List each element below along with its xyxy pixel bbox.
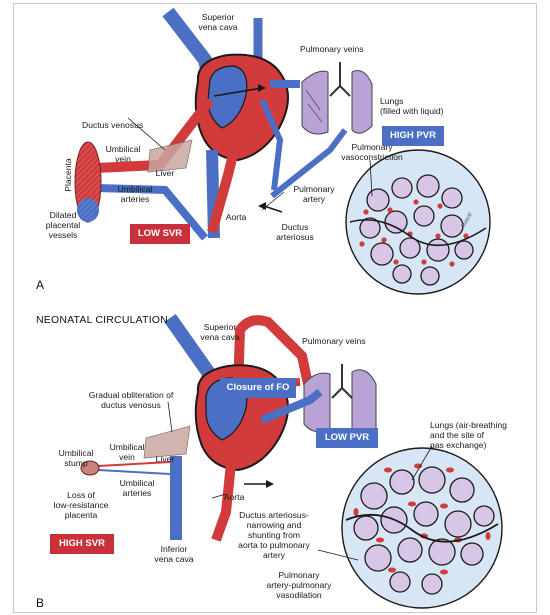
a-label-liver: Liver [150, 168, 180, 178]
a-panel-letter: A [36, 278, 44, 292]
a-label-ductus-venosus: Ductus venosus [82, 120, 162, 130]
b-label-lungs: Lungs (air-breathing and the site of gas… [430, 420, 530, 450]
a-label-placenta: Placenta [63, 155, 73, 195]
a-label-umbilical-vein: Umbilical vein [100, 144, 146, 164]
b-label-umbilical-stump: Umbilical stump [56, 448, 96, 468]
a-label-lungs: Lungs (filled with liquid) [380, 96, 470, 116]
b-label-superior-vena-cava: Superior vena cava [190, 322, 250, 342]
b-label-umbilical-arteries: Umbilical arteries [112, 478, 162, 498]
b-label-gradual-obliteration: Gradual obliteration of ductus venosus [76, 390, 186, 410]
a-label-pulmonary-veins: Pulmonary veins [300, 44, 390, 54]
b-label-pulmonary-vasodilation: Pulmonary artery-pulmonary vasodilation [254, 570, 344, 600]
b-box-high-svr: HIGH SVR [50, 534, 114, 554]
panel-b-graphics [81, 318, 502, 608]
b-label-liver: Liver [150, 454, 180, 464]
a-label-umbilical-arteries: Umbilical arteries [110, 184, 160, 204]
a-label-ductus-arteriosus: Ductus arteriosus [268, 222, 322, 242]
b-box-low-pvr: LOW PVR [316, 428, 378, 448]
b-panel-letter: B [36, 596, 44, 610]
a-label-dilated-placental-vessels: Dilated placental vessels [38, 210, 88, 240]
a-box-low-svr: LOW SVR [130, 224, 190, 244]
b-label-pulmonary-veins: Pulmonary veins [302, 336, 392, 346]
b-label-inferior-vena-cava: Inferior vena cava [146, 544, 202, 564]
b-umbilical-arteries [98, 470, 170, 474]
a-lungs [302, 62, 372, 134]
b-label-aorta: Aorta [218, 492, 250, 502]
b-label-ductus-arteriosus: Ductus arteriosus- narrowing and shuntin… [226, 510, 322, 560]
a-box-high-pvr: HIGH PVR [382, 126, 444, 146]
a-label-superior-vena-cava: Superior vena cava [188, 12, 248, 32]
b-alveoli-circle [342, 448, 502, 608]
b-label-umbilical-vein: Umbilical vein [104, 442, 150, 462]
b-section-title: NEONATAL CIRCULATION [36, 314, 168, 326]
b-box-closure-fo: Closure of FO [220, 378, 296, 398]
b-label-loss-placenta: Loss of low-resistance placenta [44, 490, 118, 520]
a-label-aorta: Aorta [220, 212, 252, 222]
a-label-pulmonary-artery: Pulmonary artery [286, 184, 342, 204]
